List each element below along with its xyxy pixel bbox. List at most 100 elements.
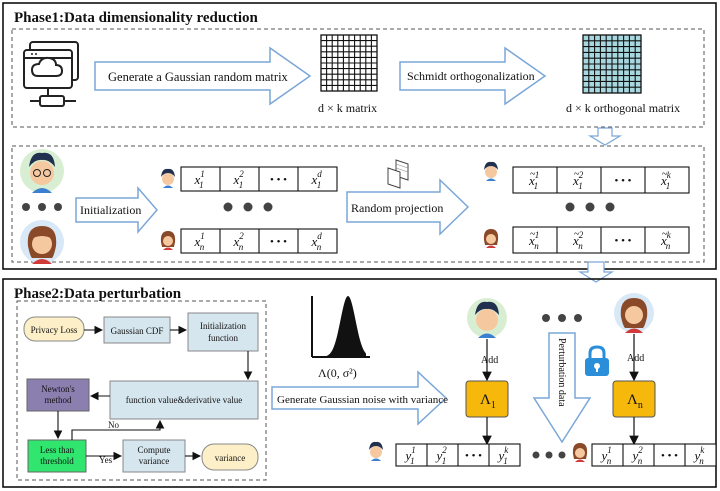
phase1-down-arrow: [587, 127, 623, 146]
phase1-frame: [2, 2, 717, 270]
ellipsis-dots-right: [565, 202, 615, 212]
ortho-caption: d × k orthogonal matrix: [566, 101, 680, 115]
boy-avatar-large: [20, 149, 64, 193]
init-arrow: [75, 185, 158, 235]
func-value-box: [109, 380, 259, 420]
ellipsis-dots-mid: [223, 202, 273, 212]
cell-ellipsis: • • •: [614, 235, 631, 247]
tilde-mark: ~: [662, 169, 668, 180]
perturbation-arrow: [532, 332, 592, 444]
newton-box: [26, 378, 90, 412]
random-matrix-grid: [320, 34, 378, 92]
privacy-loss-text: Privacy Loss: [31, 325, 78, 335]
girl-avatar-small-3: [572, 443, 588, 462]
phase1-title: Phase1:Data dimensionality reduction: [14, 10, 259, 26]
cell-ellipsis: • • •: [270, 236, 287, 248]
lambda-n-text: Λn: [627, 392, 643, 411]
init-function-box: [187, 312, 259, 352]
boy-avatar-small: [161, 168, 175, 188]
ellipsis-dots-phase2: [542, 314, 582, 322]
ellipsis-dots-bottom: [532, 451, 566, 459]
variance-box: [201, 443, 259, 471]
boy-avatar-small-2: [484, 161, 498, 181]
phase2-title: Phase2:Data perturbation: [14, 286, 182, 302]
projection-planes-icon: [387, 159, 409, 189]
noise-arrow: [271, 370, 448, 426]
phase1-matrix-dashed-box: [11, 28, 705, 128]
cloud-server-icon: [23, 41, 79, 107]
add-label-1: Add: [481, 355, 498, 366]
orthogonal-matrix-grid: [582, 34, 642, 94]
distribution-label: Λ(0, σ²): [318, 366, 357, 380]
func-value-text: function value&derivative value: [126, 395, 242, 405]
no-label: No: [108, 420, 119, 430]
cell-ellipsis: • • •: [614, 175, 631, 187]
projection-label: Random projection: [351, 201, 443, 215]
girl-avatar-small-2: [483, 229, 499, 248]
compute-variance-box: [122, 439, 186, 473]
cell-ellipsis: • • •: [661, 450, 678, 462]
add-label-n: Add: [627, 353, 644, 364]
phase1-projection-dashed-box: [11, 145, 705, 263]
cell-ellipsis: • • •: [465, 450, 482, 462]
boy-avatar-phase2: [467, 298, 507, 338]
ellipsis-dots-left: [22, 203, 62, 211]
gen-matrix-arrow: [94, 46, 312, 106]
privacy-loss-box: [23, 316, 85, 342]
flowchart-dashed-box: [16, 300, 267, 481]
tilde-mark: ~: [574, 229, 580, 240]
tilde-mark: ~: [530, 169, 536, 180]
lambda-1-text: Λ1: [480, 392, 496, 411]
init-label: Initialization: [80, 203, 141, 217]
flowchart-arrows: [53, 325, 253, 461]
yes-label: Yes: [99, 455, 113, 465]
tilde-mark: ~: [662, 229, 668, 240]
variance-text: variance: [215, 453, 245, 463]
tilde-mark: ~: [574, 169, 580, 180]
boy-avatar-small-3: [369, 441, 383, 461]
lock-icon: [585, 345, 609, 376]
schmidt-label: Schmidt orthogonalization: [407, 69, 535, 83]
girl-avatar-large: [20, 220, 64, 264]
phase2-frame: [2, 278, 717, 488]
gen-matrix-label: Generate a Gaussian random matrix: [108, 70, 289, 84]
noise-label: Generate Gaussian noise with variance: [277, 394, 448, 406]
schmidt-arrow: [399, 46, 547, 106]
gaussian-cdf-text: Gaussian CDF: [111, 326, 164, 336]
matrix-caption: d × k matrix: [318, 101, 377, 115]
less-than-box: [27, 439, 87, 473]
perturbation-label: Perturbation data: [556, 338, 567, 407]
phase-transition-arrow: [577, 261, 615, 283]
gaussian-distribution-plot: [311, 296, 370, 358]
projection-arrow: [346, 178, 470, 236]
girl-avatar-phase2: [614, 293, 654, 333]
